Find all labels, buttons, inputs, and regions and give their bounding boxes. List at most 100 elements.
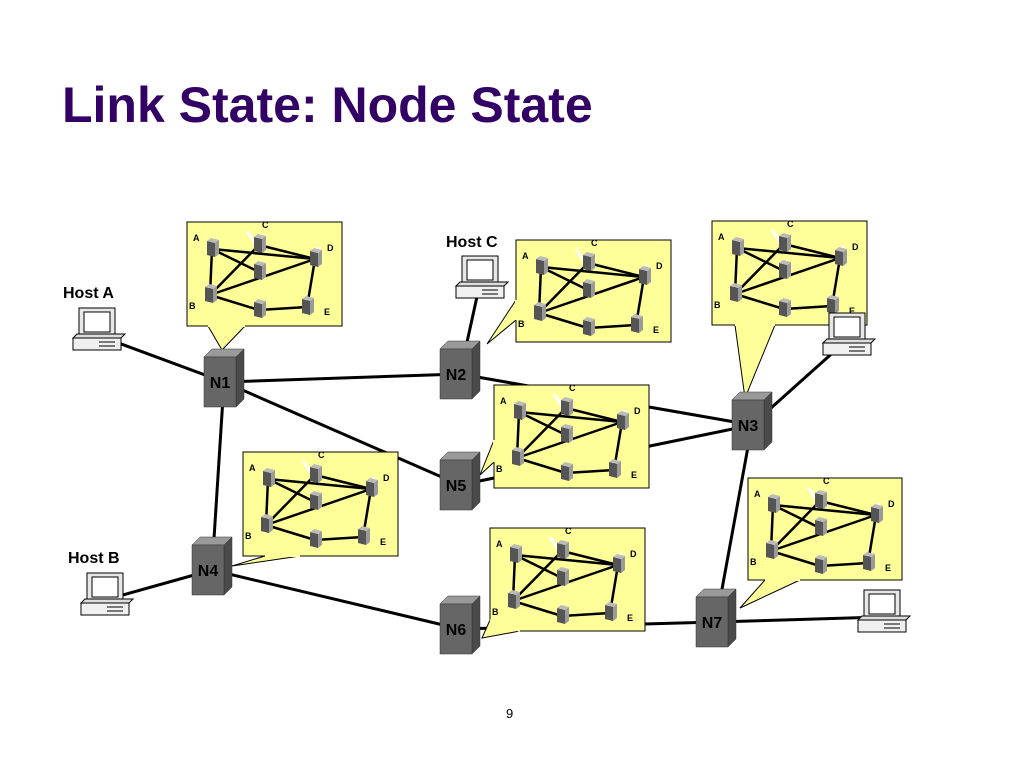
callout-n2-mini-router-a <box>536 256 548 275</box>
callout-n1-mini-router-c-side <box>262 236 266 253</box>
callout-n2-mini-router-mid1-front <box>583 282 591 298</box>
callout-n5-mini-router-mid1 <box>561 424 573 443</box>
callout-n6-mini-label-d: D <box>630 549 637 559</box>
callout-n5-mini-router-mid2-top <box>561 462 573 467</box>
callout-n1-mini-label-a: A <box>193 233 200 243</box>
callout-n4-mini-router-mid2 <box>310 529 322 548</box>
callout-n4-mini-router-e-front <box>358 529 366 545</box>
callout-n2-mini-router-a-top <box>536 256 548 261</box>
callout-n6-mini-router-mid2 <box>557 605 569 624</box>
callout-n1-mini-label-b: B <box>189 301 196 311</box>
callout-n6-mini-router-c-top <box>557 540 569 545</box>
callout-n7-mini-router-mid2-side <box>823 557 827 574</box>
callout-n7-mini-edge-1 <box>772 503 821 530</box>
host-b-case-top <box>79 598 135 604</box>
callout-n6-mini-router-d <box>613 554 625 573</box>
callout-n7-mini-router-d-side <box>879 506 883 523</box>
callout-n3-mini-router-b-front <box>730 286 738 302</box>
router-n3-front <box>731 399 765 451</box>
callout-n4-mini-label-c: C <box>318 450 325 460</box>
callout-n4-accent-c <box>301 460 313 474</box>
callout-n1-mini-router-d-top <box>310 248 322 253</box>
router-n1: N1 <box>203 348 245 408</box>
callout-n5-mini-router-b-front <box>512 450 520 466</box>
callout-n6-mini-router-c <box>557 540 569 559</box>
callout-n7-mini-edge-7 <box>819 561 869 568</box>
callout-n2-mini-router-mid1-top <box>583 279 595 284</box>
callout-n2-mini-router-d <box>639 266 651 285</box>
callout-n7-mini-router-d <box>871 504 883 523</box>
router-n4-front <box>191 544 225 596</box>
callout-n4-mini-router-mid1-top <box>310 491 322 496</box>
callout-n4-mini-router-mid2-front <box>310 532 318 548</box>
callout-n2-mini-router-d-top <box>639 266 651 271</box>
router-n1-front <box>203 356 237 408</box>
callout-n5-mini-router-d-side <box>625 413 629 430</box>
callout-n2-mini-router-d-front <box>639 269 647 285</box>
callout-n5-mini-router-d-front <box>617 414 625 430</box>
callout-n1-mini-router-mid1 <box>254 261 266 280</box>
callout-n4-mini-router-b-side <box>269 516 273 533</box>
host-a-label: Host A <box>63 285 114 302</box>
callout-n3-mini-router-mid1-side <box>787 262 791 279</box>
callout-n4-mini-router-b-top <box>261 514 273 519</box>
callout-n1-mini-router-b <box>205 284 217 303</box>
callout-n7-mini-router-a <box>768 494 780 513</box>
callout-n3-mini-router-mid2-side <box>787 300 791 317</box>
callout-n2-mini-router-e-top <box>631 314 643 319</box>
callout-n2-accent-c <box>574 248 586 262</box>
callout-n2-mini-router-mid2-front <box>583 320 591 336</box>
link-n1-n2 <box>223 372 461 384</box>
callout-n6-mini-edges <box>511 536 626 618</box>
callout-n6-mini-router-mid2-front <box>557 608 565 624</box>
callout-n5-mini-router-b-top <box>512 447 524 452</box>
callout-n1-mini-router-mid2 <box>254 299 266 318</box>
callout-n3-mini-router-e-front <box>827 298 835 314</box>
callout-n5-mini-router-a-top <box>514 401 526 406</box>
host-e-case-top <box>856 615 912 621</box>
callout-n3-mini-router-c-top <box>779 233 791 238</box>
callout-n6-mini-router-c-front <box>557 543 565 559</box>
callout-n5-mini-router-d-top <box>617 411 629 416</box>
callout-n7-mini-router-d-front <box>871 507 879 523</box>
callout-n3-tail <box>734 324 776 400</box>
callout-n3-mini-label-d: D <box>852 242 859 252</box>
callout-n7-mini-router-c <box>815 490 827 509</box>
callout-n3-mini-label-a: A <box>718 232 725 242</box>
callout-n4-mini-router-c-side <box>318 466 322 483</box>
callout-n7-mini-router-mid2-front <box>815 558 823 574</box>
callout-n5-mini-edge-7 <box>565 468 615 475</box>
callout-n4-mini-router-mid2-top <box>310 529 322 534</box>
callout-n5-mini-router-mid2-front <box>561 465 569 481</box>
callout-n2-mini-router-e <box>631 314 643 333</box>
router-n2-side <box>471 340 481 400</box>
callout-n4-mini-edge-6 <box>265 523 316 542</box>
callout-n6-mini-router-mid2-top <box>557 605 569 610</box>
host-d-screen <box>833 316 861 338</box>
callout-n1-mini-router-d-side <box>318 250 322 267</box>
callout-n6-accent-c <box>548 536 560 550</box>
callout-n1-mini-router-mid2-top <box>254 299 266 304</box>
host-c-case-top <box>454 281 510 287</box>
callout-n5-mini-router-d <box>617 411 629 430</box>
callout-n2-mini-router-mid2-top <box>583 317 595 322</box>
callout-n5-mini-router-mid1-front <box>561 427 569 443</box>
callout-n7-mini-edge-2 <box>772 503 877 517</box>
router-n7-side <box>727 588 737 648</box>
callout-n2-mini-edge-1 <box>540 265 589 292</box>
callout-n7-mini-router-mid1-front <box>815 520 823 536</box>
callout-n3-mini-router-a-front <box>732 240 740 256</box>
callout-n3-mini-router-e-top <box>827 295 839 300</box>
callout-n2-mini-router-a-side <box>544 258 548 275</box>
callout-n5-mini-edge-6 <box>516 456 567 475</box>
callout-n5-accent-c <box>552 393 564 407</box>
router-n1-label: N1 <box>210 375 231 392</box>
callout-n2-mini-router-b-top <box>534 302 546 307</box>
callout-n6-mini-router-d-front <box>613 557 621 573</box>
callout-n2-mini-router-c-side <box>591 254 595 271</box>
callout-n1-mini-router-b-top <box>205 284 217 289</box>
